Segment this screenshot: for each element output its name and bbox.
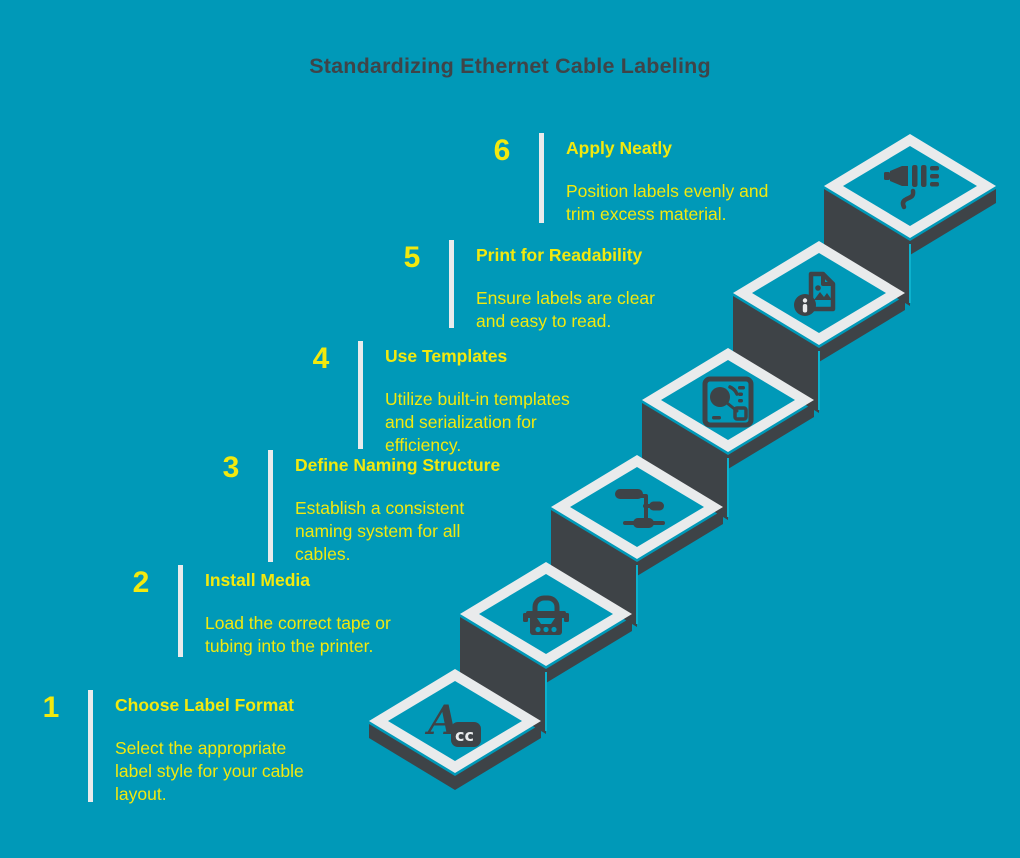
step-block-3: 3 Define Naming Structure Establish a co…	[212, 450, 567, 566]
step-separator	[178, 565, 183, 657]
step-description: Select the appropriate label style for y…	[115, 738, 304, 804]
step-separator	[449, 240, 454, 328]
media-cassette-icon	[523, 595, 569, 635]
step-title: Define Naming Structure	[295, 455, 501, 475]
step-tile-3	[551, 455, 723, 627]
ethernet-plug-icon	[884, 165, 939, 210]
step-title: Apply Neatly	[566, 138, 672, 158]
step-text: Use Templates Utilize built-in templates…	[385, 341, 657, 457]
step-description: Position labels evenly and trim excess m…	[566, 181, 769, 224]
step-text: Choose Label Format Select the appropria…	[115, 690, 387, 806]
step-tile-5	[733, 241, 905, 413]
step-block-2: 2 Install Media Load the correct tape or…	[122, 565, 477, 658]
step-text: Apply Neatly Position labels evenly and …	[566, 133, 838, 226]
step-number: 2	[132, 566, 150, 599]
step-number: 5	[403, 241, 421, 274]
label-format-icon: A cc	[424, 697, 481, 747]
step-block-5: 5 Print for Readability Ensure labels ar…	[393, 240, 748, 333]
step-separator	[88, 690, 93, 802]
step-block-6: 6 Apply Neatly Position labels evenly an…	[483, 133, 838, 226]
step-description: Load the correct tape or tubing into the…	[205, 613, 391, 656]
step-description: Ensure labels are clear and easy to read…	[476, 288, 655, 331]
step-tile-2	[460, 562, 632, 734]
step-description: Establish a consistent naming system for…	[295, 498, 465, 564]
naming-structure-icon	[615, 489, 665, 528]
step-tile-6	[824, 134, 996, 306]
page-title: Standardizing Ethernet Cable Labeling	[309, 54, 711, 78]
step-text: Define Naming Structure Establish a cons…	[295, 450, 567, 566]
step-title: Print for Readability	[476, 245, 643, 265]
step-title: Choose Label Format	[115, 695, 294, 715]
svg-text:cc: cc	[455, 726, 474, 745]
step-number: 3	[222, 451, 240, 484]
step-text: Print for Readability Ensure labels are …	[476, 240, 748, 333]
step-description: Utilize built-in templates and serializa…	[385, 389, 570, 455]
image-info-icon	[794, 271, 836, 316]
step-number: 6	[493, 134, 511, 167]
step-block-4: 4 Use Templates Utilize built-in templat…	[302, 341, 657, 457]
step-block-1: 1 Choose Label Format Select the appropr…	[32, 690, 387, 806]
step-title: Install Media	[205, 570, 311, 590]
step-text: Install Media Load the correct tape or t…	[205, 565, 477, 658]
step-tile-4	[642, 348, 814, 520]
templates-panel-icon	[702, 376, 754, 428]
step-separator	[358, 341, 363, 449]
step-number: 1	[42, 691, 60, 724]
step-title: Use Templates	[385, 346, 508, 366]
step-number: 4	[312, 342, 330, 375]
step-tile-1: A cc	[369, 669, 541, 790]
step-separator	[268, 450, 273, 562]
step-separator	[539, 133, 544, 223]
